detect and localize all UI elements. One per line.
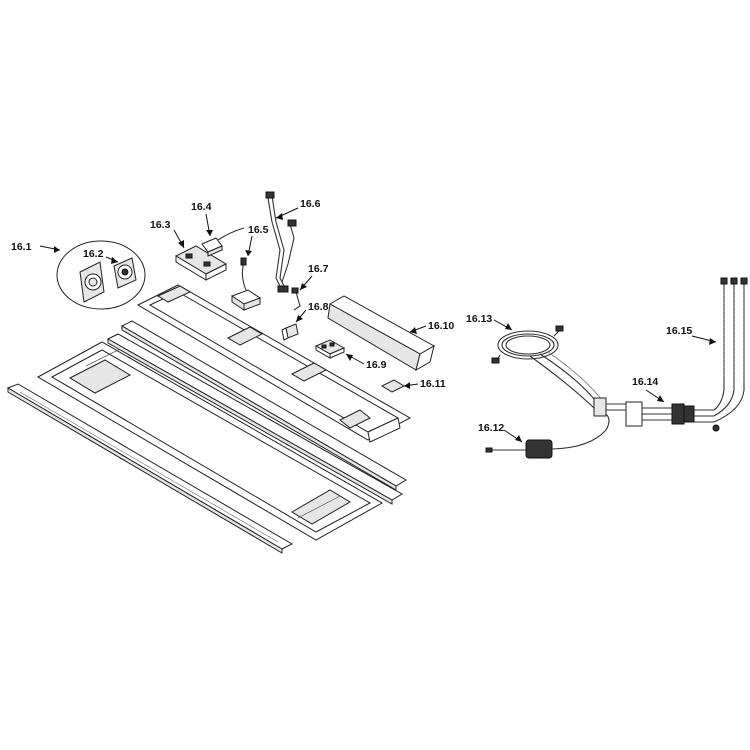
leader-lines bbox=[39, 207, 717, 443]
fan-unit-16-2 bbox=[113, 257, 137, 289]
callout-16-11: 16.11 bbox=[420, 378, 446, 390]
callout-16-1: 16.1 bbox=[11, 241, 32, 253]
callout-16-12: 16.12 bbox=[478, 422, 504, 434]
bottom-frame bbox=[36, 341, 384, 541]
clip-16-7 bbox=[291, 287, 301, 311]
callout-16-7: 16.7 bbox=[308, 263, 329, 275]
upper-rail-long bbox=[120, 320, 407, 491]
callout-16-10: 16.10 bbox=[428, 320, 454, 332]
callout-16-9: 16.9 bbox=[366, 359, 387, 371]
plate-16-11 bbox=[380, 379, 406, 393]
junction-16-14 bbox=[593, 397, 720, 432]
callout-16-5: 16.5 bbox=[248, 224, 269, 236]
led-strips-16-15 bbox=[713, 277, 748, 423]
wiring-harness-16-6 bbox=[265, 191, 297, 293]
callout-16-13: 16.13 bbox=[466, 313, 492, 325]
power-supply-16-12 bbox=[485, 413, 610, 459]
ballast-box-16-3 bbox=[174, 245, 228, 281]
callout-16-15: 16.15 bbox=[666, 325, 692, 337]
bracket-16-8 bbox=[281, 323, 299, 341]
callout-16-6: 16.6 bbox=[300, 198, 321, 210]
callout-16-8: 16.8 bbox=[308, 301, 329, 313]
fan-housing-left bbox=[79, 261, 105, 303]
middle-rail-long bbox=[106, 333, 403, 505]
callout-16-14: 16.14 bbox=[632, 376, 658, 388]
bottom-rail-long bbox=[6, 383, 294, 554]
top-channel-frame bbox=[136, 284, 412, 443]
driver-16-5 bbox=[230, 257, 262, 311]
terminal-block-16-9 bbox=[314, 339, 346, 359]
cover-16-10 bbox=[327, 295, 436, 372]
callout-16-4: 16.4 bbox=[191, 201, 212, 213]
coiled-cable-16-13 bbox=[491, 325, 603, 409]
connector-16-4 bbox=[201, 227, 245, 257]
callout-16-3: 16.3 bbox=[150, 219, 171, 231]
callout-16-2: 16.2 bbox=[83, 248, 104, 260]
